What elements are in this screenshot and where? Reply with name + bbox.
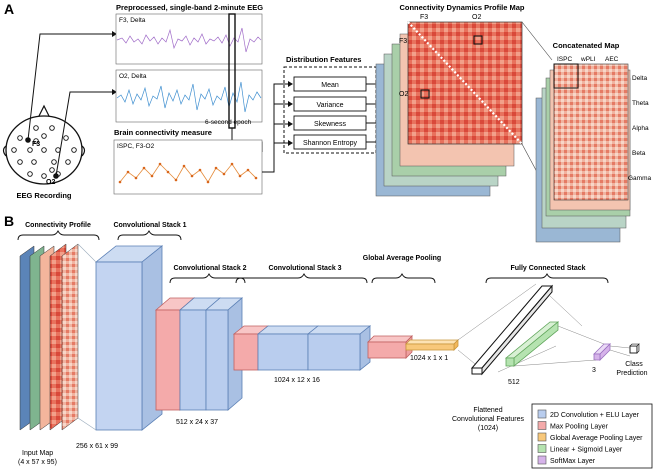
dim-gap: 1024 x 1 x 1 bbox=[410, 355, 448, 362]
section-conv-stack-3: Convolutional Stack 3 bbox=[268, 265, 341, 272]
flattened-label: Flattened bbox=[473, 407, 502, 414]
feature-mean: Mean bbox=[293, 76, 367, 92]
panel-a-letter: A bbox=[4, 1, 14, 17]
concat-measure-wpli: wPLI bbox=[580, 56, 596, 63]
legend-label: 2D Convolution + ELU Layer bbox=[550, 412, 640, 419]
dim-conv3: 1024 x 12 x 16 bbox=[274, 377, 320, 384]
eeg-recording-label: EEG Recording bbox=[16, 191, 71, 200]
concat-measure-ispc: ISPC bbox=[557, 56, 572, 63]
svg-text:Mean: Mean bbox=[321, 82, 339, 89]
section-connectivity-profile: Connectivity Profile bbox=[25, 222, 91, 229]
dim-softmax: 3 bbox=[592, 367, 596, 374]
section-conv-stack-2: Convolutional Stack 2 bbox=[173, 265, 246, 272]
input-map-label: Input Map bbox=[22, 450, 53, 457]
band-gamma: Gamma bbox=[628, 175, 652, 182]
conv-stack-2-blocks bbox=[154, 297, 244, 411]
feature-variance: Variance bbox=[293, 96, 367, 112]
legend-label: Global Average Pooling Layer bbox=[550, 435, 643, 442]
legend-swatch bbox=[537, 444, 547, 453]
dim-conv1: 256 x 61 x 99 bbox=[76, 443, 118, 450]
preprocessed-title: Preprocessed, single-band 2-minute EEG bbox=[116, 3, 263, 12]
eeg-head-diagram bbox=[2, 104, 86, 185]
legend-label: Linear + Sigmoid Layer bbox=[550, 447, 623, 454]
flattened-label-2: Convolutional Features bbox=[452, 416, 524, 423]
map-row-o2: O2 bbox=[399, 91, 408, 98]
trace2-label: O2, Delta bbox=[119, 73, 147, 80]
eeg-trace-f3: F3, Delta bbox=[115, 13, 263, 65]
conv-stack-1-block bbox=[94, 245, 164, 431]
svg-text:Variance: Variance bbox=[316, 102, 343, 109]
band-delta: Delta bbox=[632, 75, 648, 82]
connectivity-trace-label: ISPC, F3-O2 bbox=[117, 143, 155, 150]
fully-connected-blocks bbox=[457, 283, 640, 376]
concat-measure-aec: AEC bbox=[605, 56, 619, 63]
eeg-trace-o2: O2, Delta bbox=[115, 69, 263, 123]
profile-map-title: Connectivity Dynamics Profile Map bbox=[399, 3, 524, 12]
legend-label: Max Pooling Layer bbox=[550, 424, 609, 431]
prediction-label: Prediction bbox=[616, 370, 647, 377]
map-col-f3: F3 bbox=[420, 14, 428, 21]
conv-stack-3-blocks bbox=[232, 325, 372, 371]
global-pooling-blocks bbox=[367, 335, 459, 359]
svg-text:Skewness: Skewness bbox=[314, 121, 346, 128]
trace1-label: F3, Delta bbox=[119, 17, 146, 24]
section-fully-connected: Fully Connected Stack bbox=[510, 265, 585, 272]
legend-swatch bbox=[537, 432, 547, 442]
feature-shannon-entropy: Shannon Entropy bbox=[293, 134, 367, 150]
svg-text:Shannon Entropy: Shannon Entropy bbox=[303, 140, 358, 147]
legend-label: SoftMax Layer bbox=[550, 458, 596, 465]
dim-fc: 512 bbox=[508, 379, 520, 386]
map-row-f3: F3 bbox=[399, 38, 407, 45]
concat-title: Concatenated Map bbox=[553, 41, 620, 50]
flattened-dims: (1024) bbox=[478, 425, 498, 432]
connectivity-trace: ISPC, F3-O2 bbox=[113, 139, 263, 195]
class-label: Class bbox=[625, 361, 643, 368]
distribution-title: Distribution Features bbox=[286, 55, 361, 64]
map-col-o2: O2 bbox=[472, 14, 481, 21]
dim-conv2: 512 x 24 x 37 bbox=[176, 419, 218, 426]
input-map-dims: (4 x 57 x 95) bbox=[18, 459, 57, 466]
band-theta: Theta bbox=[632, 100, 649, 107]
feature-skewness: Skewness bbox=[293, 115, 367, 131]
epoch-label: 6-second epoch bbox=[205, 119, 252, 126]
electrode-o2-label: O2 bbox=[46, 179, 55, 186]
band-alpha: Alpha bbox=[632, 125, 649, 132]
section-braces bbox=[17, 229, 609, 284]
legend-swatch bbox=[537, 455, 547, 465]
connectivity-title: Brain connectivity measure bbox=[114, 128, 212, 137]
panel-b-letter: B bbox=[4, 213, 14, 229]
input-map-stack bbox=[19, 243, 79, 431]
measure-to-features-connector bbox=[262, 83, 288, 173]
concatenated-map-stack bbox=[535, 63, 631, 243]
electrode-f3-label: F3 bbox=[32, 141, 40, 148]
profile-map-stack bbox=[375, 21, 523, 197]
legend-swatch bbox=[537, 421, 547, 430]
legend-swatch bbox=[537, 409, 547, 419]
band-beta: Beta bbox=[632, 150, 646, 157]
section-global-avg-pool: Global Average Pooling bbox=[363, 255, 441, 262]
section-conv-stack-1: Convolutional Stack 1 bbox=[113, 222, 186, 229]
head-to-trace-connectors bbox=[27, 33, 112, 177]
